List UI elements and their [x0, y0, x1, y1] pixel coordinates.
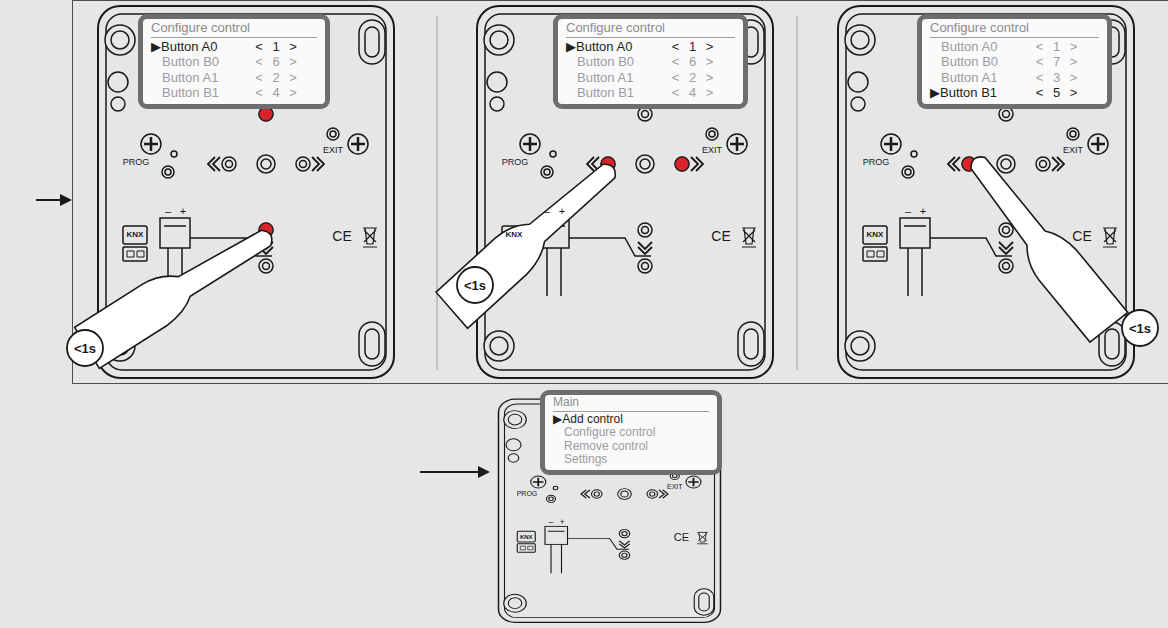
menu-value: < 5 >	[1036, 85, 1099, 101]
logo-text: KNX	[867, 231, 884, 239]
menu-item: Button B1	[151, 85, 239, 101]
menu-item: Button B0	[151, 54, 239, 70]
ce-mark: CE	[332, 229, 351, 243]
menu-item: ▶Add control	[553, 413, 709, 427]
logo-text: KNX	[506, 231, 523, 239]
pressed-button	[259, 107, 976, 237]
polarity-mark: –	[165, 206, 171, 217]
drawing-part	[60, 194, 72, 206]
ce-mark: CE	[711, 229, 730, 243]
polarity-mark: –	[905, 206, 911, 217]
lcd-screen: Configure controlButton A0 < 1 > Button B0…	[917, 14, 1112, 109]
drawing-part	[1122, 310, 1158, 346]
menu-item: Button A1	[566, 70, 656, 86]
menu-item: Button B0	[566, 54, 656, 70]
drawing-part	[838, 6, 1134, 378]
menu-item: Configure control	[553, 426, 709, 440]
button-label: EXIT	[667, 482, 683, 489]
drawing-part	[73, 1, 1168, 384]
menu-item: Button B0	[930, 54, 1020, 70]
menu-item: ▶Button B1	[930, 85, 1020, 101]
menu-item: Remove control	[553, 440, 709, 454]
polarity-mark: +	[560, 518, 565, 527]
ce-mark: CE	[674, 532, 689, 543]
menu-value: < 3 >	[1036, 70, 1099, 86]
drawing-part	[74, 215, 284, 369]
menu-item: Settings	[553, 453, 709, 467]
screen-heading: Main	[553, 396, 709, 412]
drawing-part	[478, 466, 490, 478]
button-label: PROG	[863, 158, 890, 167]
drawing-part	[36, 199, 62, 201]
polarity-mark: +	[559, 206, 565, 217]
drawing-part	[675, 157, 689, 171]
drawing-part	[437, 16, 438, 370]
logo-text: KNX	[520, 534, 533, 540]
logo-text: KNX	[127, 231, 144, 239]
drawing-part	[259, 107, 273, 121]
lcd-screen: Configure control▶Button A0 < 1 > Button B…	[553, 14, 748, 109]
menu-item: Button A1	[930, 70, 1020, 86]
menu-value: < 6 >	[255, 54, 317, 70]
polarity-mark: –	[544, 206, 550, 217]
button-label: PROG	[502, 158, 529, 167]
polarity-mark: +	[180, 206, 186, 217]
polarity-mark: –	[548, 518, 553, 527]
menu-item: Button A1	[151, 70, 239, 86]
drawing-part	[435, 149, 630, 328]
menu-value: < 6 >	[672, 54, 735, 70]
menu-value: < 7 >	[1036, 54, 1099, 70]
device-illustration	[98, 6, 1134, 622]
menu-value: < 4 >	[255, 85, 317, 101]
drawing-part	[457, 267, 493, 303]
drawing-part	[477, 6, 773, 378]
press-duration: <1s	[1129, 322, 1151, 335]
lcd-screen: Main▶Add controlConfigure controlRemove …	[540, 390, 722, 475]
menu-item: Button B1	[566, 85, 656, 101]
menu-rows: ▶Button A0 < 1 > Button B0 < 6 > Button A1 < …	[151, 39, 317, 101]
lcd-screen: Configure control▶Button A0 < 1 > Button B…	[138, 14, 330, 109]
menu-value: < 4 >	[672, 85, 735, 101]
button-label: PROG	[123, 158, 150, 167]
ce-mark: CE	[1072, 229, 1091, 243]
button-label: PROG	[517, 489, 538, 496]
button-label: EXIT	[702, 146, 722, 155]
drawing-part	[797, 16, 798, 370]
press-duration: <1s	[464, 279, 486, 292]
drawing-part	[956, 143, 1128, 344]
screen-heading: Configure control	[930, 20, 1099, 38]
menu-value: < 2 >	[255, 70, 317, 86]
polarity-mark: +	[920, 206, 926, 217]
screen-heading: Configure control	[151, 20, 317, 38]
screen-heading: Configure control	[566, 20, 735, 38]
menu-value: < 1 >	[672, 39, 735, 55]
menu-item: ▶Button A0	[566, 39, 656, 55]
menu-rows: ▶Button A0 < 1 > Button B0 < 6 > Button A1 < …	[566, 39, 735, 101]
menu-item: Button A0	[930, 39, 1020, 55]
menu-item: ▶Button A0	[151, 39, 239, 55]
menu-rows: Button A0 < 1 > Button B0 < 7 > Button A1 < 3…	[930, 39, 1099, 101]
press-duration: <1s	[74, 342, 96, 355]
menu-rows: ▶Add controlConfigure controlRemove cont…	[553, 413, 709, 467]
menu-value: < 1 >	[255, 39, 317, 55]
button-label: EXIT	[1063, 146, 1083, 155]
menu-value: < 1 >	[1036, 39, 1099, 55]
pressing-hand	[67, 143, 1158, 369]
drawing-part	[67, 330, 103, 366]
drawing-part	[420, 471, 480, 473]
panel-frame	[73, 1, 1168, 384]
button-label: EXIT	[323, 146, 343, 155]
menu-value: < 2 >	[672, 70, 735, 86]
